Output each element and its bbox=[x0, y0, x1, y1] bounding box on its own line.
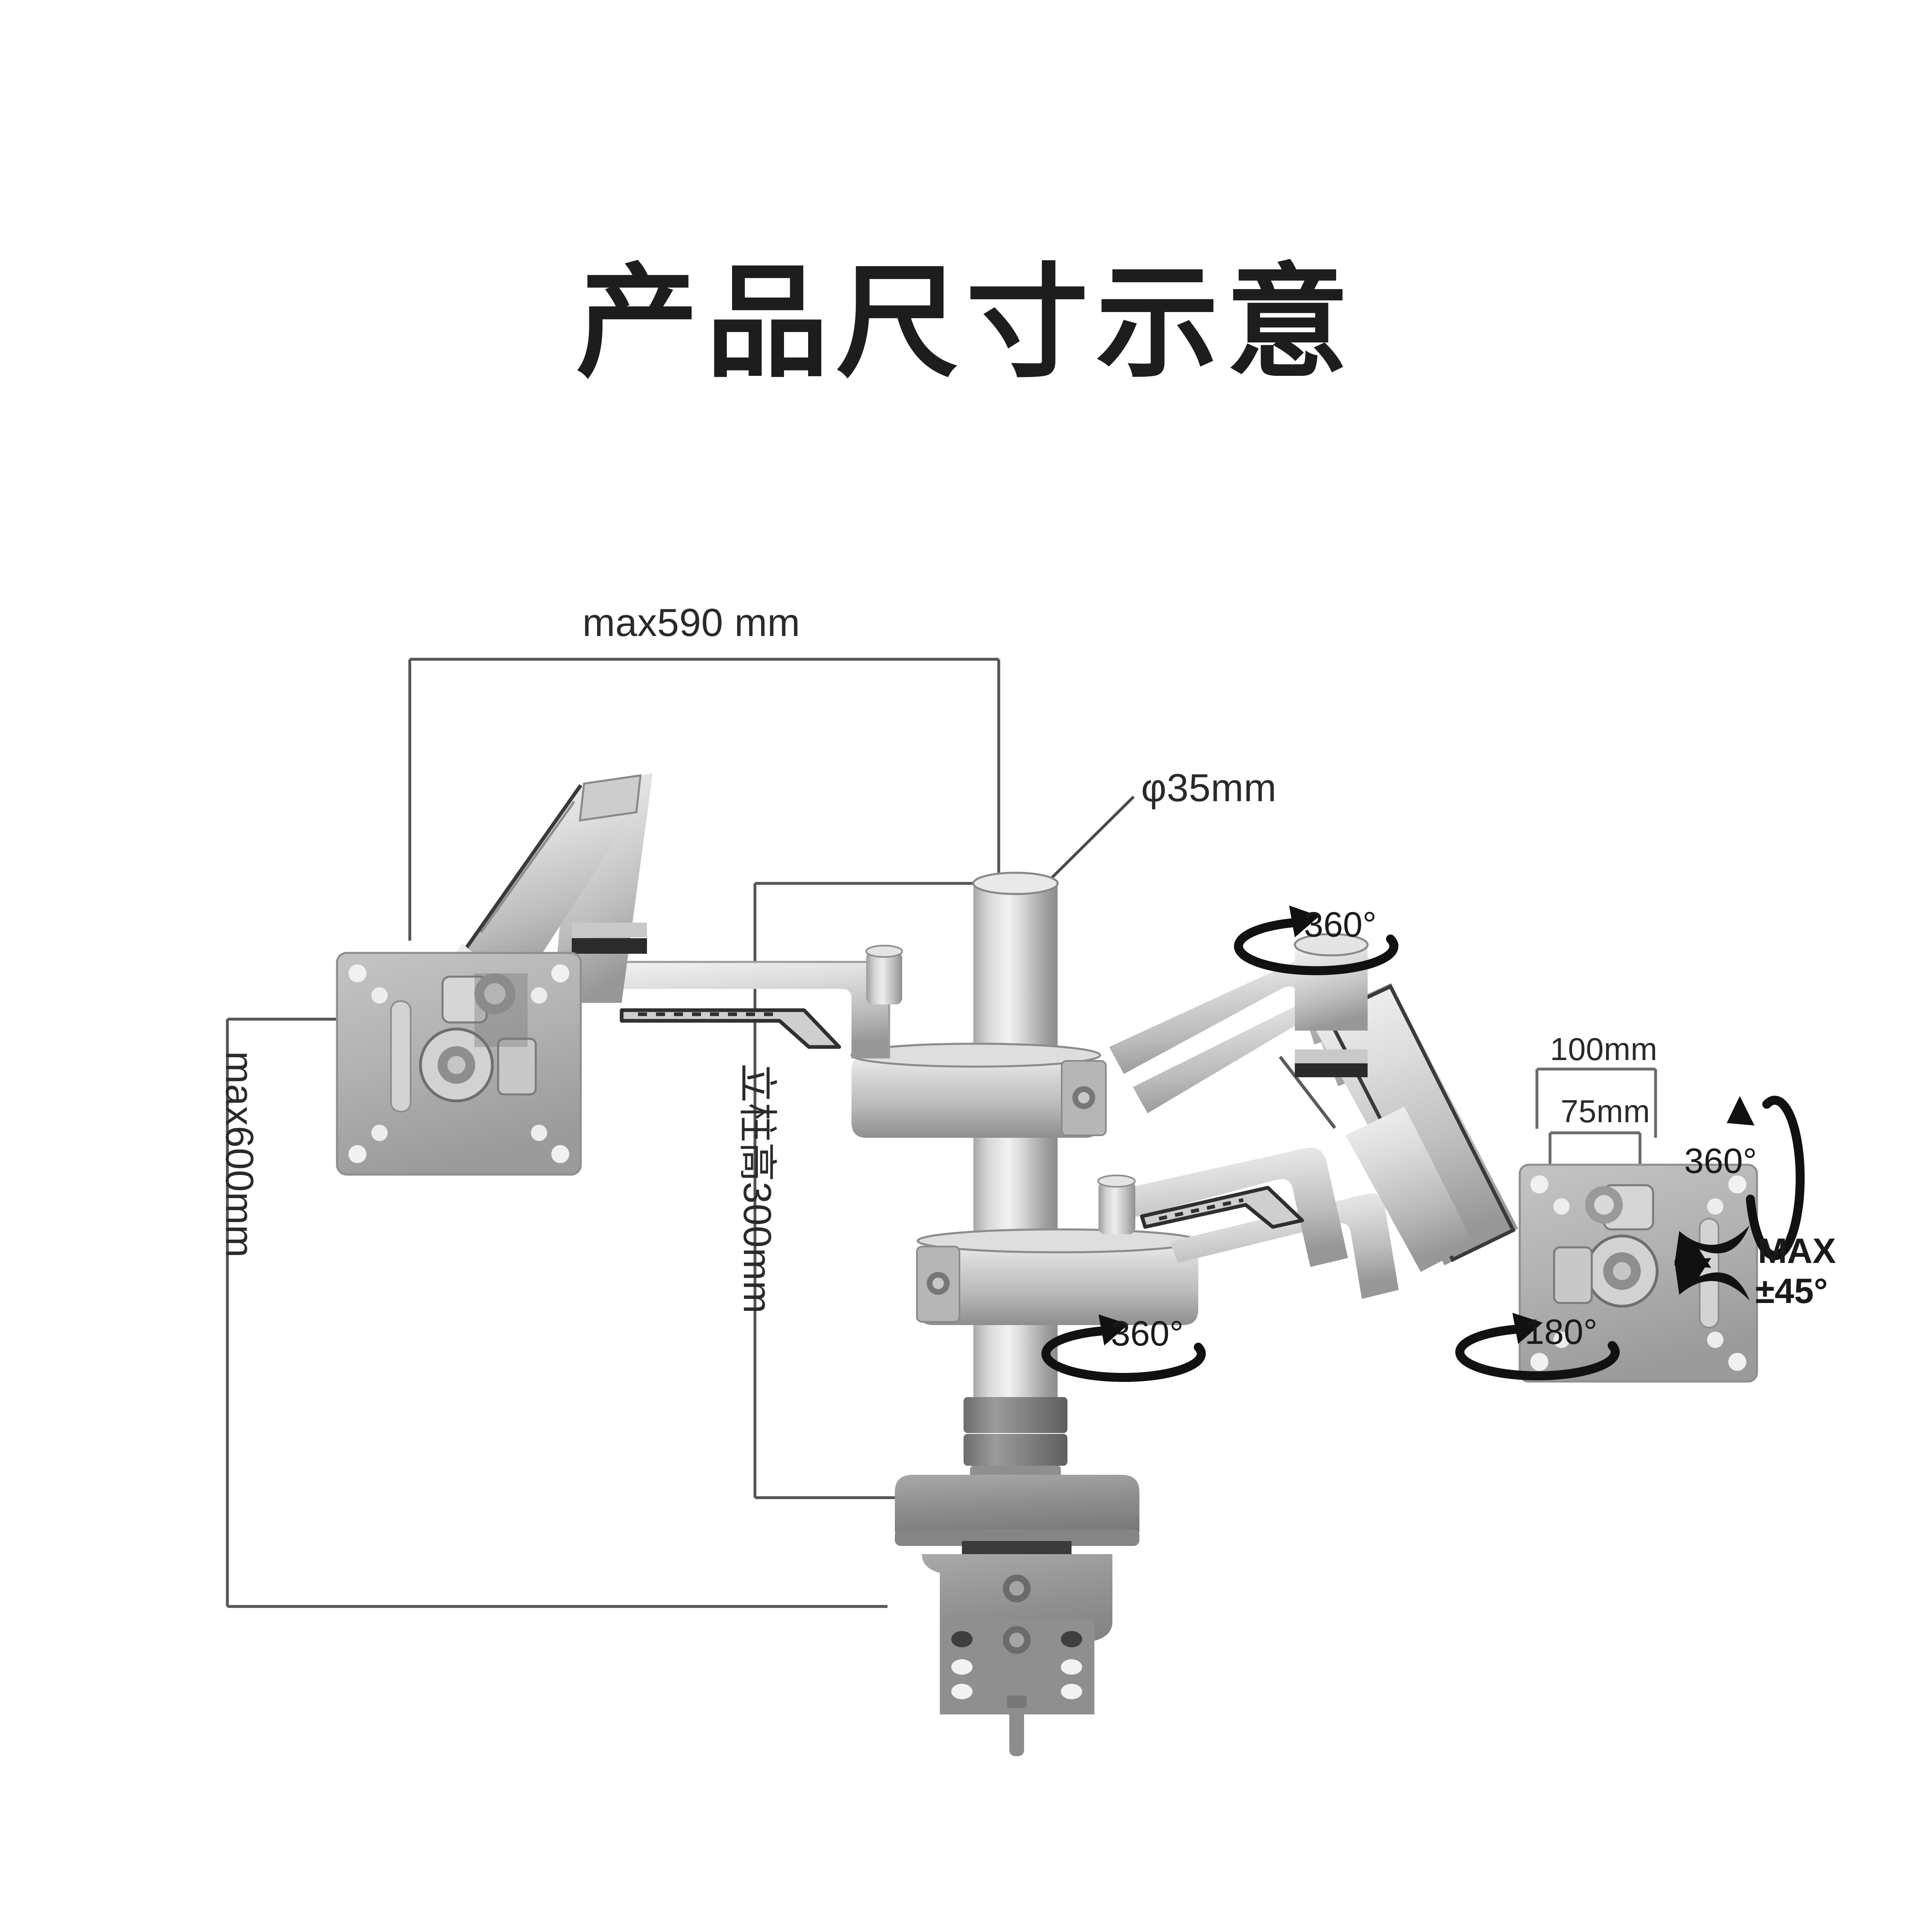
dimension-label-pole-diameter: φ35mm bbox=[1141, 766, 1277, 810]
rotation-icon-360-upper bbox=[1234, 905, 1399, 975]
lower-collar-mount bbox=[916, 1228, 1199, 1325]
rotation-label-360-upper: 360° bbox=[1304, 905, 1377, 944]
leader-line-pole-diameter bbox=[1048, 795, 1135, 881]
center-column bbox=[972, 872, 1059, 1427]
right-vesa-plate bbox=[1519, 1164, 1758, 1383]
rotation-icon-180 bbox=[1455, 1313, 1620, 1381]
right-lower-arm bbox=[1097, 1148, 1399, 1299]
dimension-label-height: max600mm bbox=[218, 1051, 261, 1258]
dimension-label-vesa-100: 100mm bbox=[1550, 1031, 1658, 1067]
desk-clamp-top-plate bbox=[895, 1475, 1139, 1556]
desk-clamp-body bbox=[922, 1554, 1112, 1756]
rotation-icon-360-lower bbox=[1041, 1314, 1206, 1382]
tilt-icon-45 bbox=[1674, 1225, 1750, 1301]
tilt-label-max: MAX bbox=[1758, 1231, 1836, 1271]
upper-collar-mount bbox=[850, 1042, 1107, 1138]
rotation-label-360-vertical: 360° bbox=[1684, 1141, 1757, 1181]
rotation-label-180: 180° bbox=[1525, 1312, 1597, 1352]
left-vesa-plate bbox=[336, 952, 582, 1176]
dimension-label-reach: max590 mm bbox=[582, 601, 800, 645]
rotation-label-360-lower: 360° bbox=[1111, 1314, 1184, 1353]
dimension-label-pole-height: 立柱高300mm bbox=[735, 1063, 779, 1314]
page-title: 产品尺寸示意 bbox=[576, 252, 1356, 394]
rotation-icon-360-vertical bbox=[1727, 1096, 1805, 1260]
tilt-label-angle: ±45° bbox=[1755, 1272, 1828, 1311]
left-upper-arm bbox=[578, 945, 903, 1058]
dimension-bracket-vesa-100 bbox=[1535, 1067, 1657, 1138]
dimension-label-vesa-75: 75mm bbox=[1561, 1093, 1650, 1129]
